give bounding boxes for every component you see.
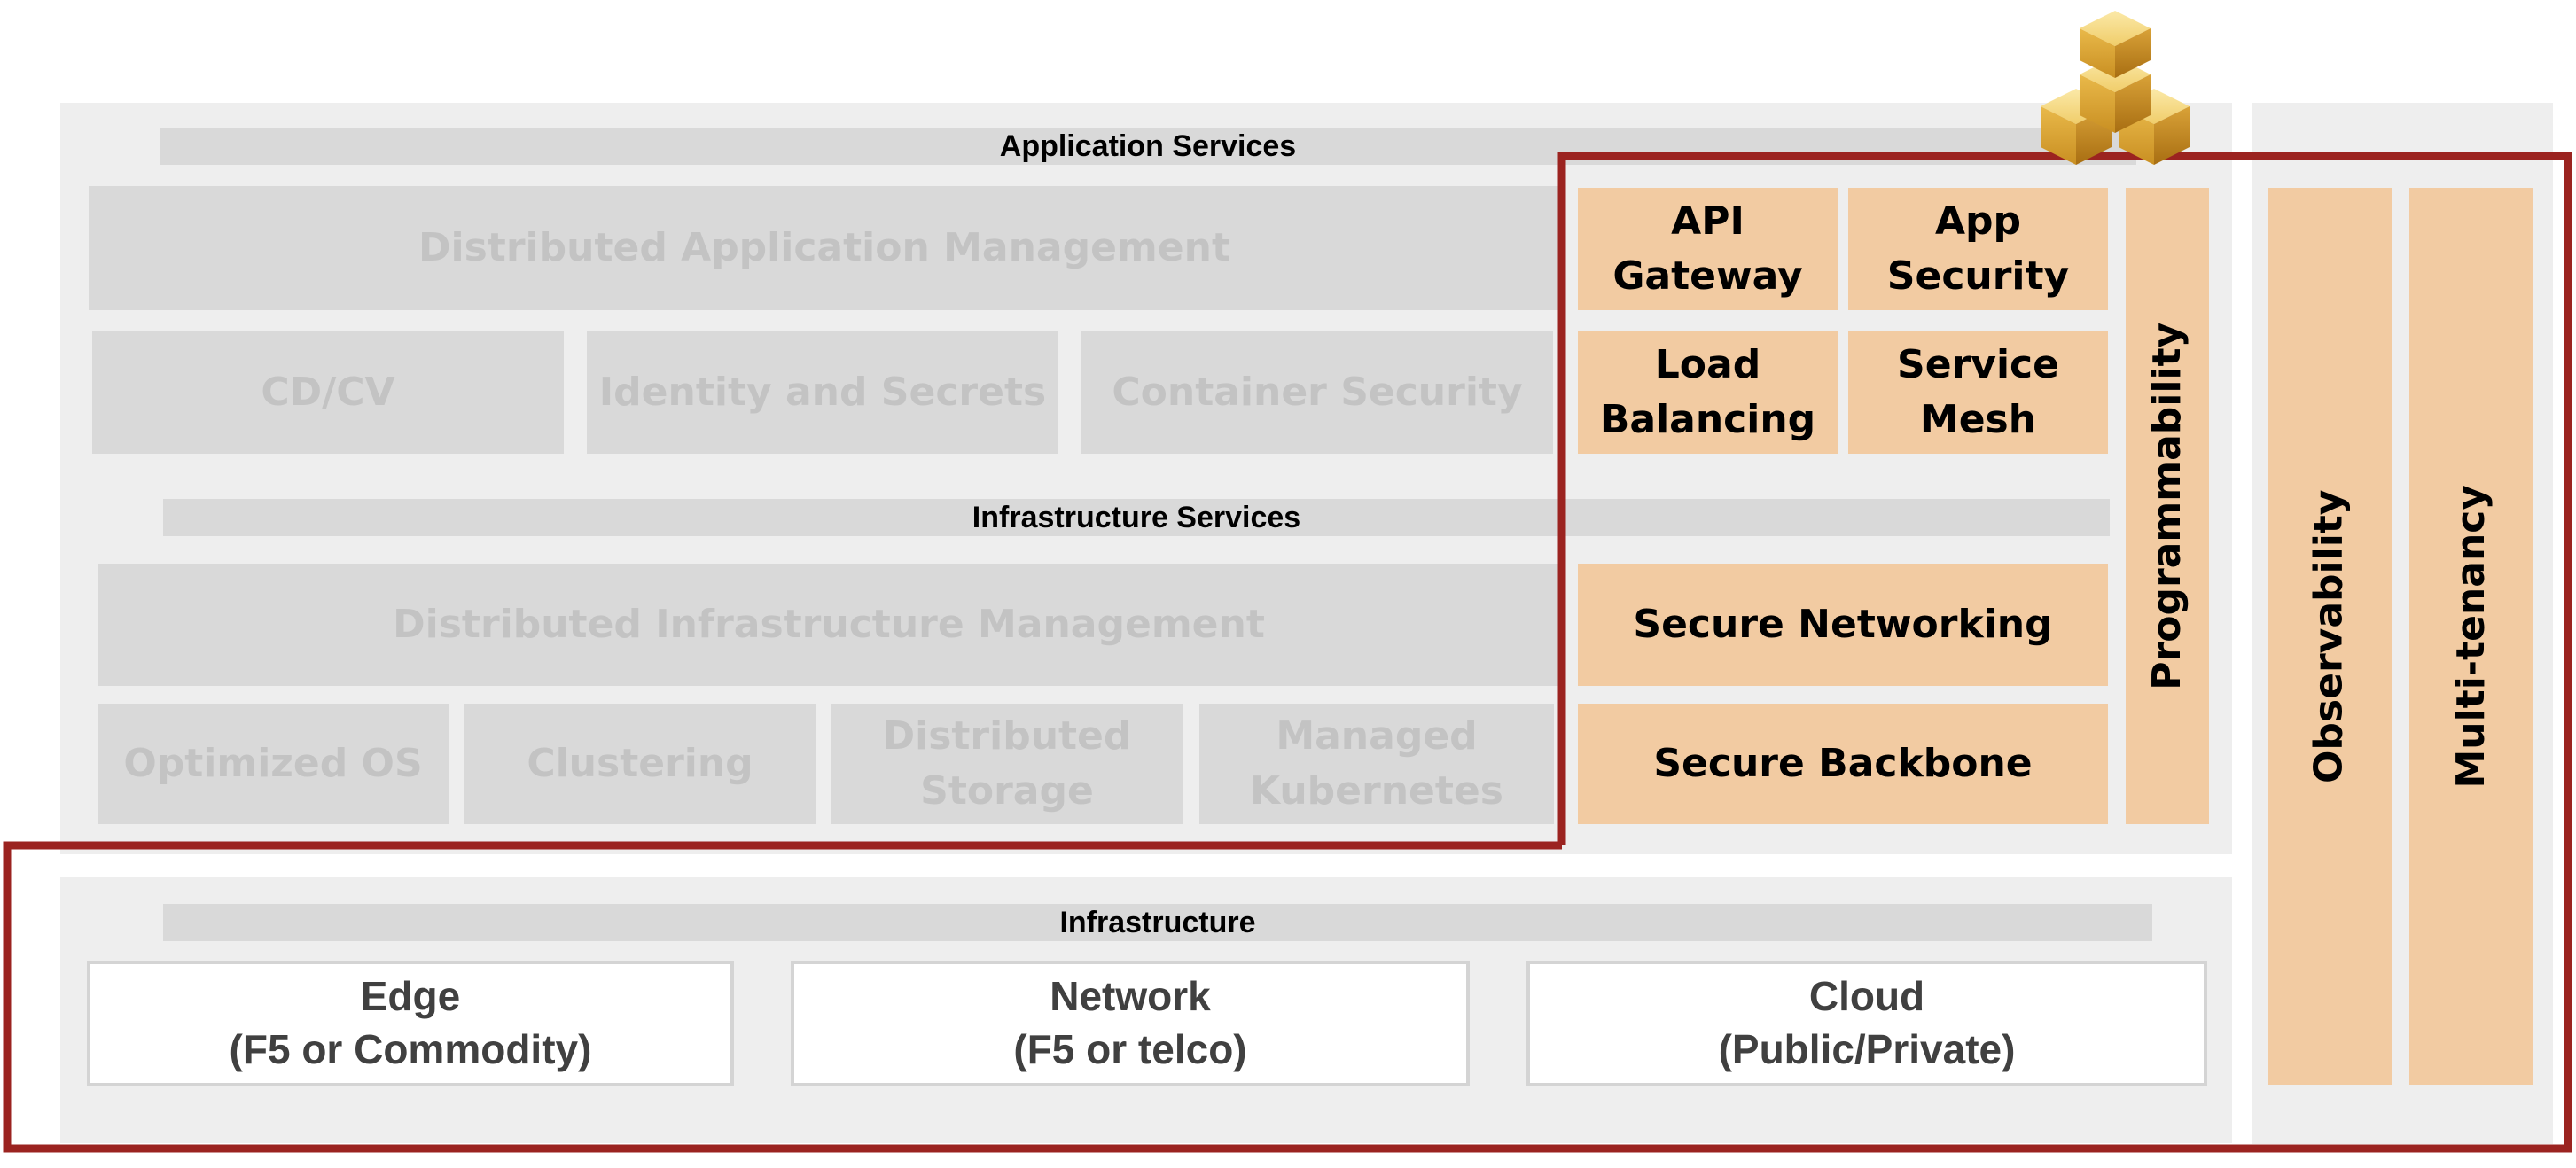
cloud-box: Cloud (Public/Private) bbox=[1526, 961, 2207, 1086]
distributed-infrastructure-management-box: Distributed Infrastructure Management bbox=[98, 564, 1560, 686]
clustering-box: Clustering bbox=[464, 704, 816, 824]
optimized-os-box: Optimized OS bbox=[98, 704, 449, 824]
gold-cubes-icon bbox=[2041, 11, 2190, 165]
secure-backbone-box: Secure Backbone bbox=[1578, 704, 2108, 824]
infrastructure-services-header: Infrastructure Services bbox=[163, 499, 2110, 536]
service-mesh-box: Service Mesh bbox=[1848, 331, 2108, 454]
app-security-box: App Security bbox=[1848, 188, 2108, 310]
load-balancing-box: Load Balancing bbox=[1578, 331, 1838, 454]
secure-networking-box: Secure Networking bbox=[1578, 564, 2108, 686]
network-box: Network (F5 or telco) bbox=[791, 961, 1470, 1086]
distributed-storage-box: Distributed Storage bbox=[831, 704, 1183, 824]
api-gateway-box: API Gateway bbox=[1578, 188, 1838, 310]
programmability-box: Programmability bbox=[2126, 188, 2209, 824]
observability-box: Observability bbox=[2268, 188, 2392, 1085]
cdcv-box: CD/CV bbox=[92, 331, 564, 454]
managed-kubernetes-box: Managed Kubernetes bbox=[1199, 704, 1554, 824]
distributed-application-management-box: Distributed Application Management bbox=[89, 186, 1560, 310]
identity-and-secrets-box: Identity and Secrets bbox=[587, 331, 1058, 454]
container-security-box: Container Security bbox=[1081, 331, 1553, 454]
edge-box: Edge (F5 or Commodity) bbox=[87, 961, 734, 1086]
infrastructure-header: Infrastructure bbox=[163, 904, 2152, 941]
multi-tenancy-box: Multi-tenancy bbox=[2409, 188, 2533, 1085]
